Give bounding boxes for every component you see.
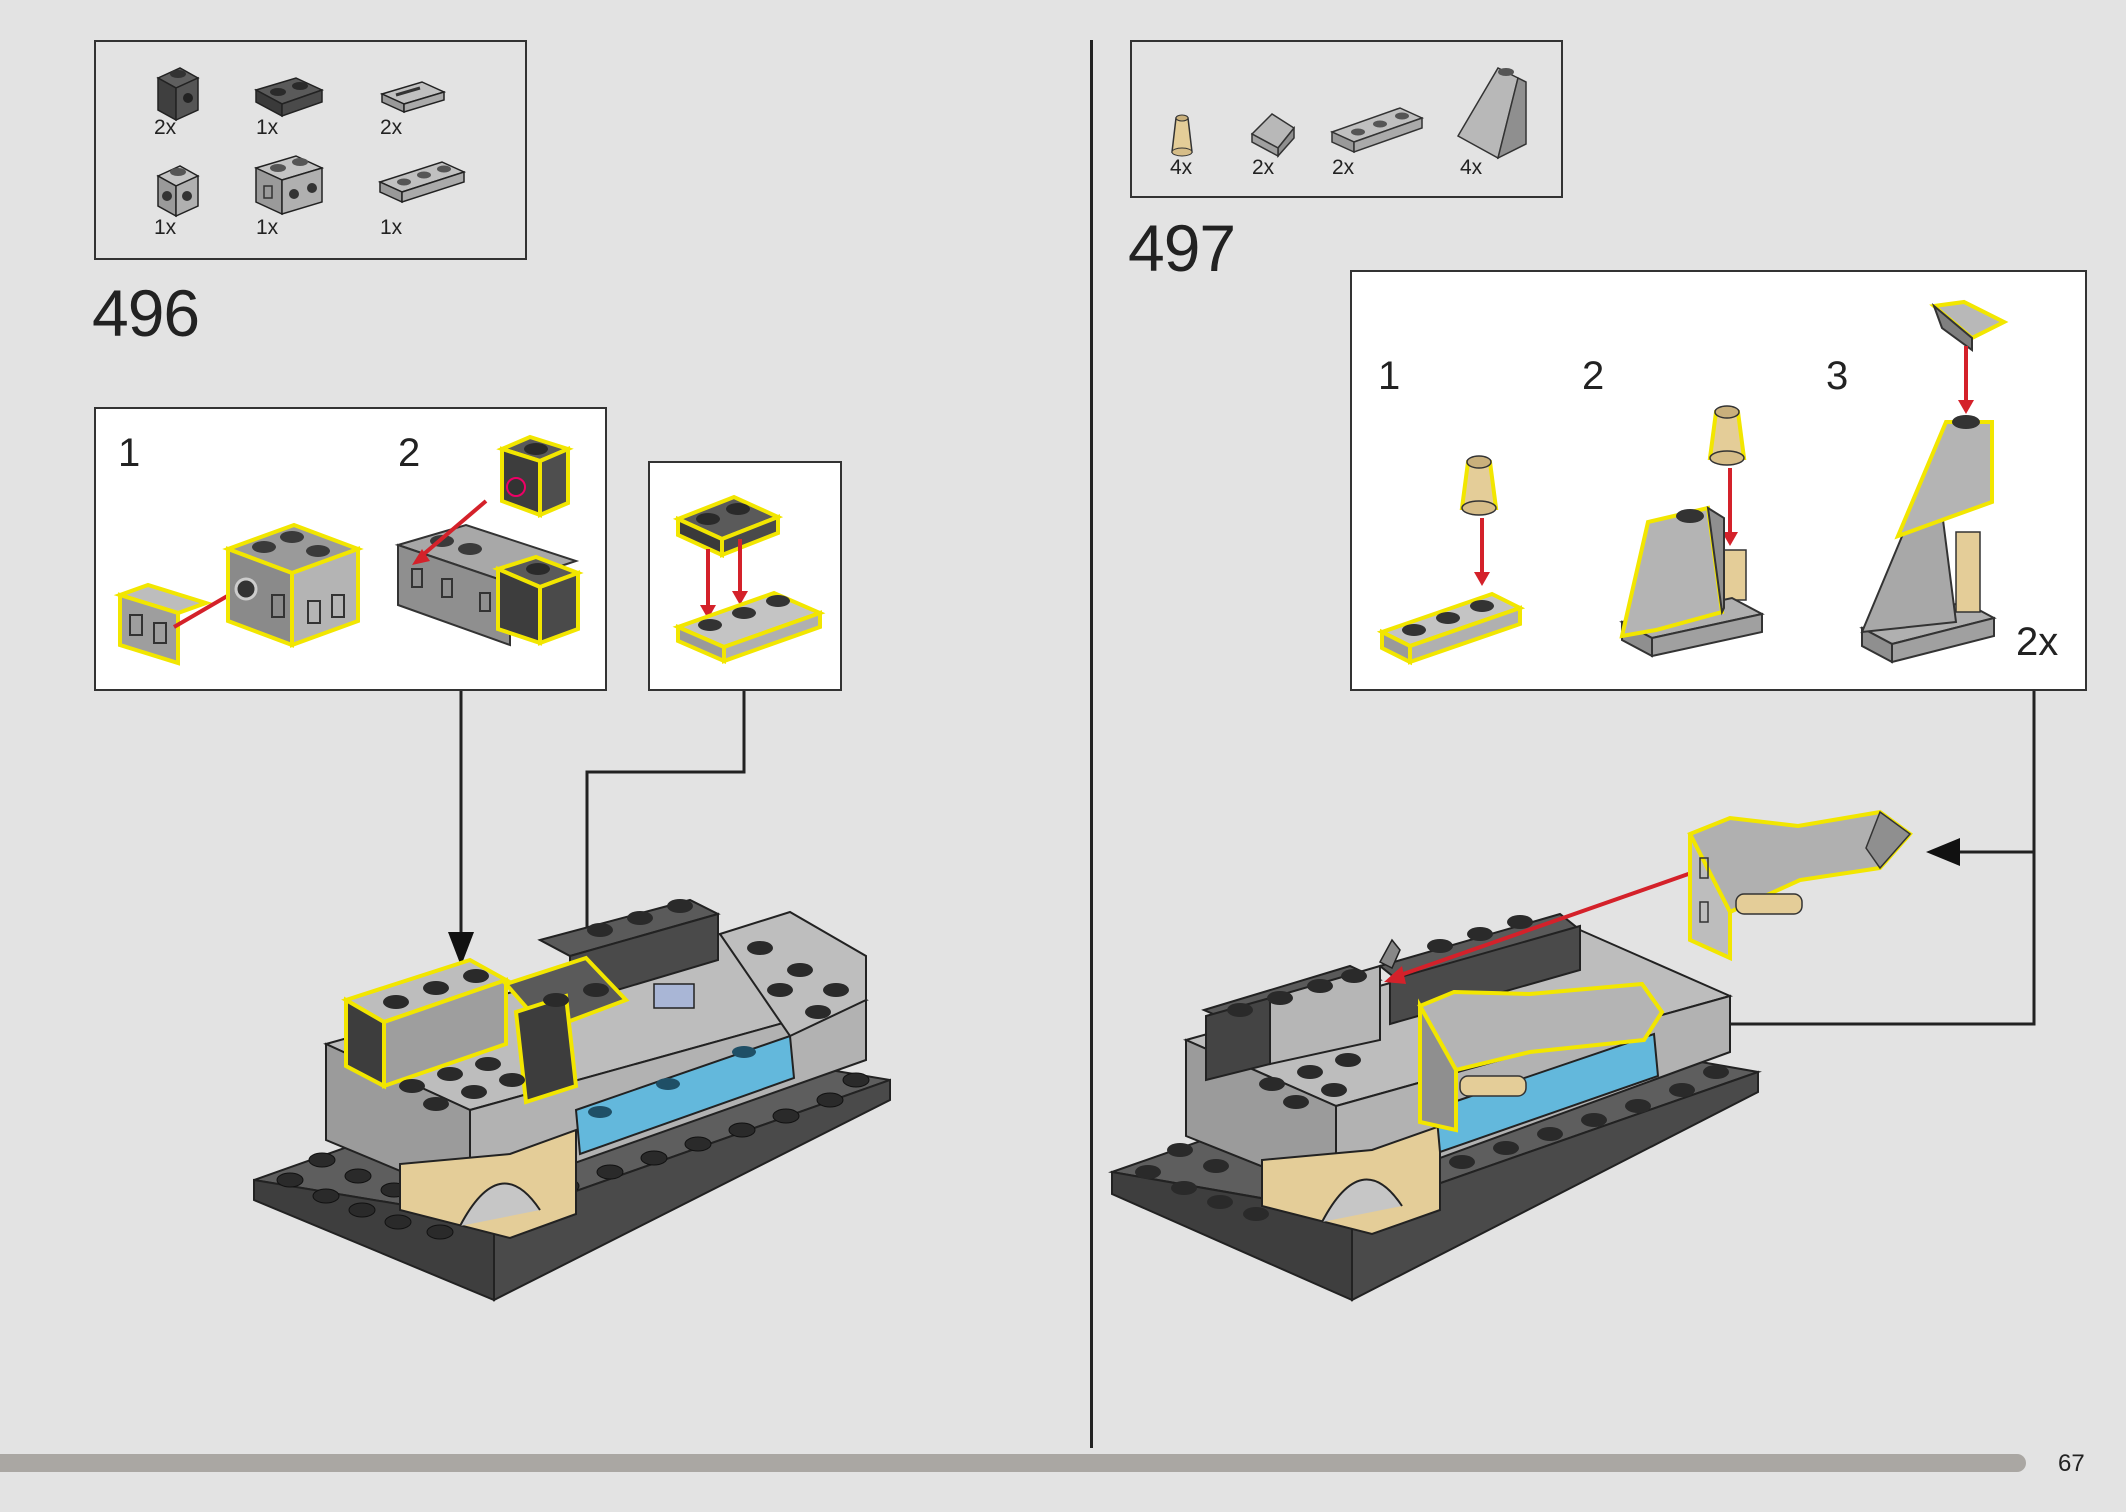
arrow-head	[412, 549, 430, 565]
multiplier-label: 2x	[2016, 620, 2059, 664]
parts-icons-497	[1171, 67, 1527, 160]
sub-step-number: 1	[118, 431, 141, 475]
light-gray-brick-1x2-studs-side-icon	[253, 155, 325, 216]
assembly-arrow	[1391, 870, 1695, 980]
light-gray-plate-1x3-icon	[377, 161, 467, 204]
dark-plate-1x2-part	[672, 494, 784, 559]
stud-side-brick-part	[496, 434, 574, 519]
sub-assembly-callout-1: 1 2	[94, 407, 607, 691]
plate-assembly-illustration	[672, 494, 826, 665]
arrow-head	[700, 605, 716, 619]
slope-part-top	[1929, 299, 2009, 352]
page-divider	[1090, 40, 1093, 1448]
light-gray-plate-1x3-icon	[1329, 107, 1425, 154]
assembly-arrow	[172, 589, 238, 629]
part-qty: 2x	[1332, 156, 1355, 179]
slope-sub-assembly	[1687, 809, 1913, 962]
brick-1x3-part	[222, 522, 364, 648]
light-gray-brick-1x1-studs-sides-icon	[156, 165, 200, 218]
parts-list-497: 4x 2x 2x 4x	[1130, 40, 1563, 198]
part-qty: 1x	[154, 216, 177, 239]
sub-assembly-illustration	[1376, 299, 2009, 666]
tan-cone-part	[1707, 405, 1747, 466]
light-plate-1x3-part	[1376, 591, 1526, 666]
part-qty: 4x	[1460, 156, 1483, 179]
light-gray-slope-icon	[1250, 113, 1296, 158]
progress-bar	[0, 1454, 2026, 1472]
tan-cone-part	[1459, 455, 1499, 516]
light-plate-1x3-part	[672, 590, 826, 665]
main-model-496	[253, 898, 891, 1302]
part-qty: 2x	[1252, 156, 1275, 179]
arrow-head	[732, 591, 748, 605]
sub-step-number: 2	[1582, 354, 1605, 398]
slope-on-plate	[1619, 505, 1765, 658]
arrow-head	[1958, 400, 1974, 414]
step-number: 496	[92, 276, 200, 350]
dark-gray-plate-1x2-icon	[254, 77, 324, 118]
part-qty: 1x	[380, 216, 403, 239]
page-number: 67	[2058, 1450, 2085, 1477]
arrow-head	[1474, 572, 1490, 586]
dark-gray-brick-1x1-stud-side-icon	[156, 67, 200, 122]
arrow-head	[1384, 966, 1406, 984]
sub-step-number: 3	[1826, 354, 1849, 398]
tan-cone-1x1-icon	[1171, 114, 1193, 157]
parts-list-496: 2x 1x 2x 1x 1x 1x	[94, 40, 527, 260]
part-qty: 2x	[380, 116, 403, 139]
assembly-arrow	[416, 499, 488, 561]
part-qty: 4x	[1170, 156, 1193, 179]
parts-icons-496	[156, 67, 467, 218]
grille-tile-part	[113, 582, 213, 666]
part-qty: 2x	[154, 116, 177, 139]
sub-assembly-callout-3: 1 2 3 2x	[1350, 270, 2087, 691]
step-number: 497	[1128, 211, 1236, 285]
light-gray-slope-tall-icon	[1456, 67, 1527, 160]
stacked-slopes	[1859, 415, 1997, 664]
sub-assembly-illustration	[113, 434, 584, 666]
part-qty: 1x	[256, 216, 279, 239]
part-qty: 1x	[256, 116, 279, 139]
arrow-head	[1722, 532, 1738, 546]
light-gray-tile-grille-icon	[379, 81, 447, 114]
sub-step-number: 1	[1378, 354, 1401, 398]
sub-assembly-callout-2	[648, 461, 842, 691]
sub-step-number: 2	[398, 431, 421, 475]
